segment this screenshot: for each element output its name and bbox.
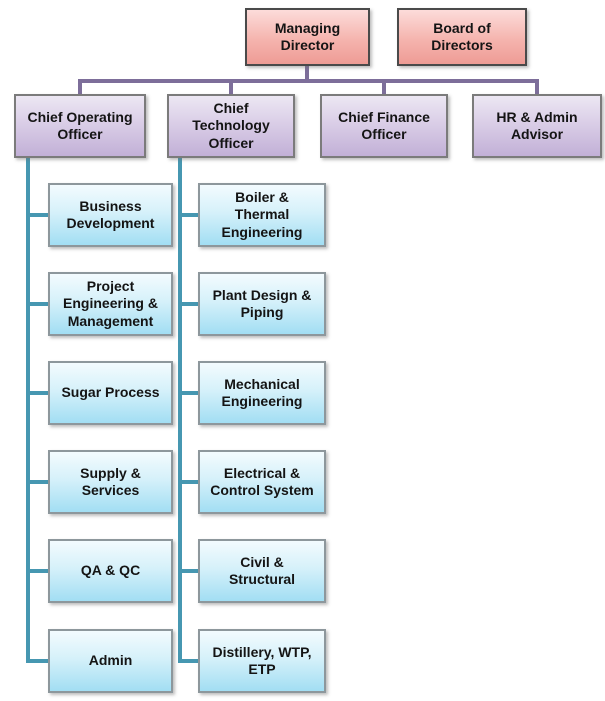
node-hr-admin-advisor: HR & Admin Advisor — [472, 94, 602, 158]
connector-drop-coo — [78, 79, 82, 94]
connector-drop-cfo — [382, 79, 386, 94]
node-supply-services: Supply & Services — [48, 450, 173, 514]
node-board-of-directors: Board of Directors — [397, 8, 527, 66]
node-qa-qc: QA & QC — [48, 539, 173, 603]
node-mechanical-engineering: Mechanical Engineering — [198, 361, 326, 425]
node-civil-structural: Civil & Structural — [198, 539, 326, 603]
node-chief-technology-officer: Chief Technology Officer — [167, 94, 295, 158]
connector-cto-stub — [178, 480, 198, 484]
connector-executive-bus — [78, 79, 539, 83]
connector-md-stem — [305, 66, 309, 83]
node-business-development: Business Development — [48, 183, 173, 247]
connector-cto-stub — [178, 569, 198, 573]
connector-coo-stub — [26, 569, 48, 573]
connector-cto-stub — [178, 213, 198, 217]
node-sugar-process: Sugar Process — [48, 361, 173, 425]
node-distillery-wtp-etp: Distillery, WTP, ETP — [198, 629, 326, 693]
node-project-engineering-management: Project Engineering & Management — [48, 272, 173, 336]
connector-cto-spine — [178, 158, 182, 663]
connector-drop-cto — [229, 79, 233, 94]
connector-drop-hr — [535, 79, 539, 94]
node-admin: Admin — [48, 629, 173, 693]
connector-coo-stub — [26, 213, 48, 217]
node-managing-director: Managing Director — [245, 8, 370, 66]
node-boiler-thermal-engineering: Boiler & Thermal Engineering — [198, 183, 326, 247]
connector-coo-stub — [26, 659, 48, 663]
connector-coo-stub — [26, 391, 48, 395]
node-chief-operating-officer: Chief Operating Officer — [14, 94, 146, 158]
connector-coo-stub — [26, 480, 48, 484]
node-electrical-control-system: Electrical & Control System — [198, 450, 326, 514]
connector-coo-spine — [26, 158, 30, 663]
connector-cto-stub — [178, 659, 198, 663]
node-chief-finance-officer: Chief Finance Officer — [320, 94, 448, 158]
connector-cto-stub — [178, 302, 198, 306]
connector-coo-stub — [26, 302, 48, 306]
node-plant-design-piping: Plant Design & Piping — [198, 272, 326, 336]
connector-cto-stub — [178, 391, 198, 395]
